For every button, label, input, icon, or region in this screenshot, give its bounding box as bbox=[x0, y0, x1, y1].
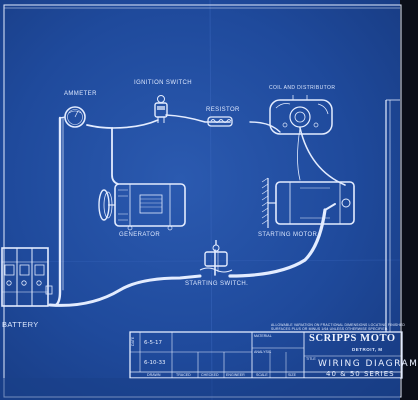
footer-drawn: DRAWN bbox=[147, 373, 161, 377]
starting-switch bbox=[199, 240, 233, 273]
analysis-label: ANALYSIS bbox=[254, 350, 272, 354]
drawing-title: WIRING DIAGRAM bbox=[318, 359, 418, 369]
ammeter-label: AMMETER bbox=[64, 91, 97, 97]
footer-size: SIZE bbox=[288, 373, 296, 377]
company-city: DETROIT, M bbox=[352, 347, 383, 352]
coil-and-distributor bbox=[269, 95, 333, 135]
ammeter bbox=[59, 106, 86, 128]
ignition-switch bbox=[154, 95, 168, 123]
resistor bbox=[207, 116, 233, 127]
title-label: TITLE bbox=[306, 357, 316, 361]
footer-checked: CHECKED bbox=[201, 373, 219, 377]
revision-panel bbox=[385, 99, 400, 333]
footer-scale: SCALE bbox=[256, 373, 268, 377]
drawing-subtitle: 40 & 50 SERIES bbox=[326, 370, 395, 378]
date-entry-2: 6-10-33 bbox=[144, 360, 166, 366]
footer-engineer: ENGINEER bbox=[226, 373, 245, 377]
company-name: SCRIPPS MOTO bbox=[309, 333, 396, 344]
wiring-harness bbox=[48, 114, 346, 307]
tolerance-note: ALLOWABLE VARIATION ON FRACTIONAL DIMENS… bbox=[271, 323, 405, 332]
date-entry-1: 6-5-17 bbox=[144, 340, 162, 346]
material-label: MATERIAL bbox=[254, 334, 272, 338]
battery-label: BATTERY bbox=[2, 320, 39, 329]
footer-traced: TRACED bbox=[176, 373, 191, 377]
starting-motor bbox=[261, 177, 355, 228]
wiring-diagram bbox=[0, 0, 403, 400]
starting-motor-label: STARTING MOTOR bbox=[258, 232, 318, 238]
coil-distributor-label: COIL AND DISTRIBUTOR bbox=[269, 85, 336, 91]
starting-switch-label: STARTING SWITCH. bbox=[185, 281, 249, 287]
generator bbox=[98, 183, 186, 231]
resistor-label: RESISTOR bbox=[206, 107, 240, 113]
date-header: DATE bbox=[131, 336, 135, 346]
ignition-switch-label: IGNITION SWITCH bbox=[134, 80, 192, 86]
battery bbox=[1, 247, 53, 307]
generator-label: GENERATOR bbox=[119, 232, 161, 238]
